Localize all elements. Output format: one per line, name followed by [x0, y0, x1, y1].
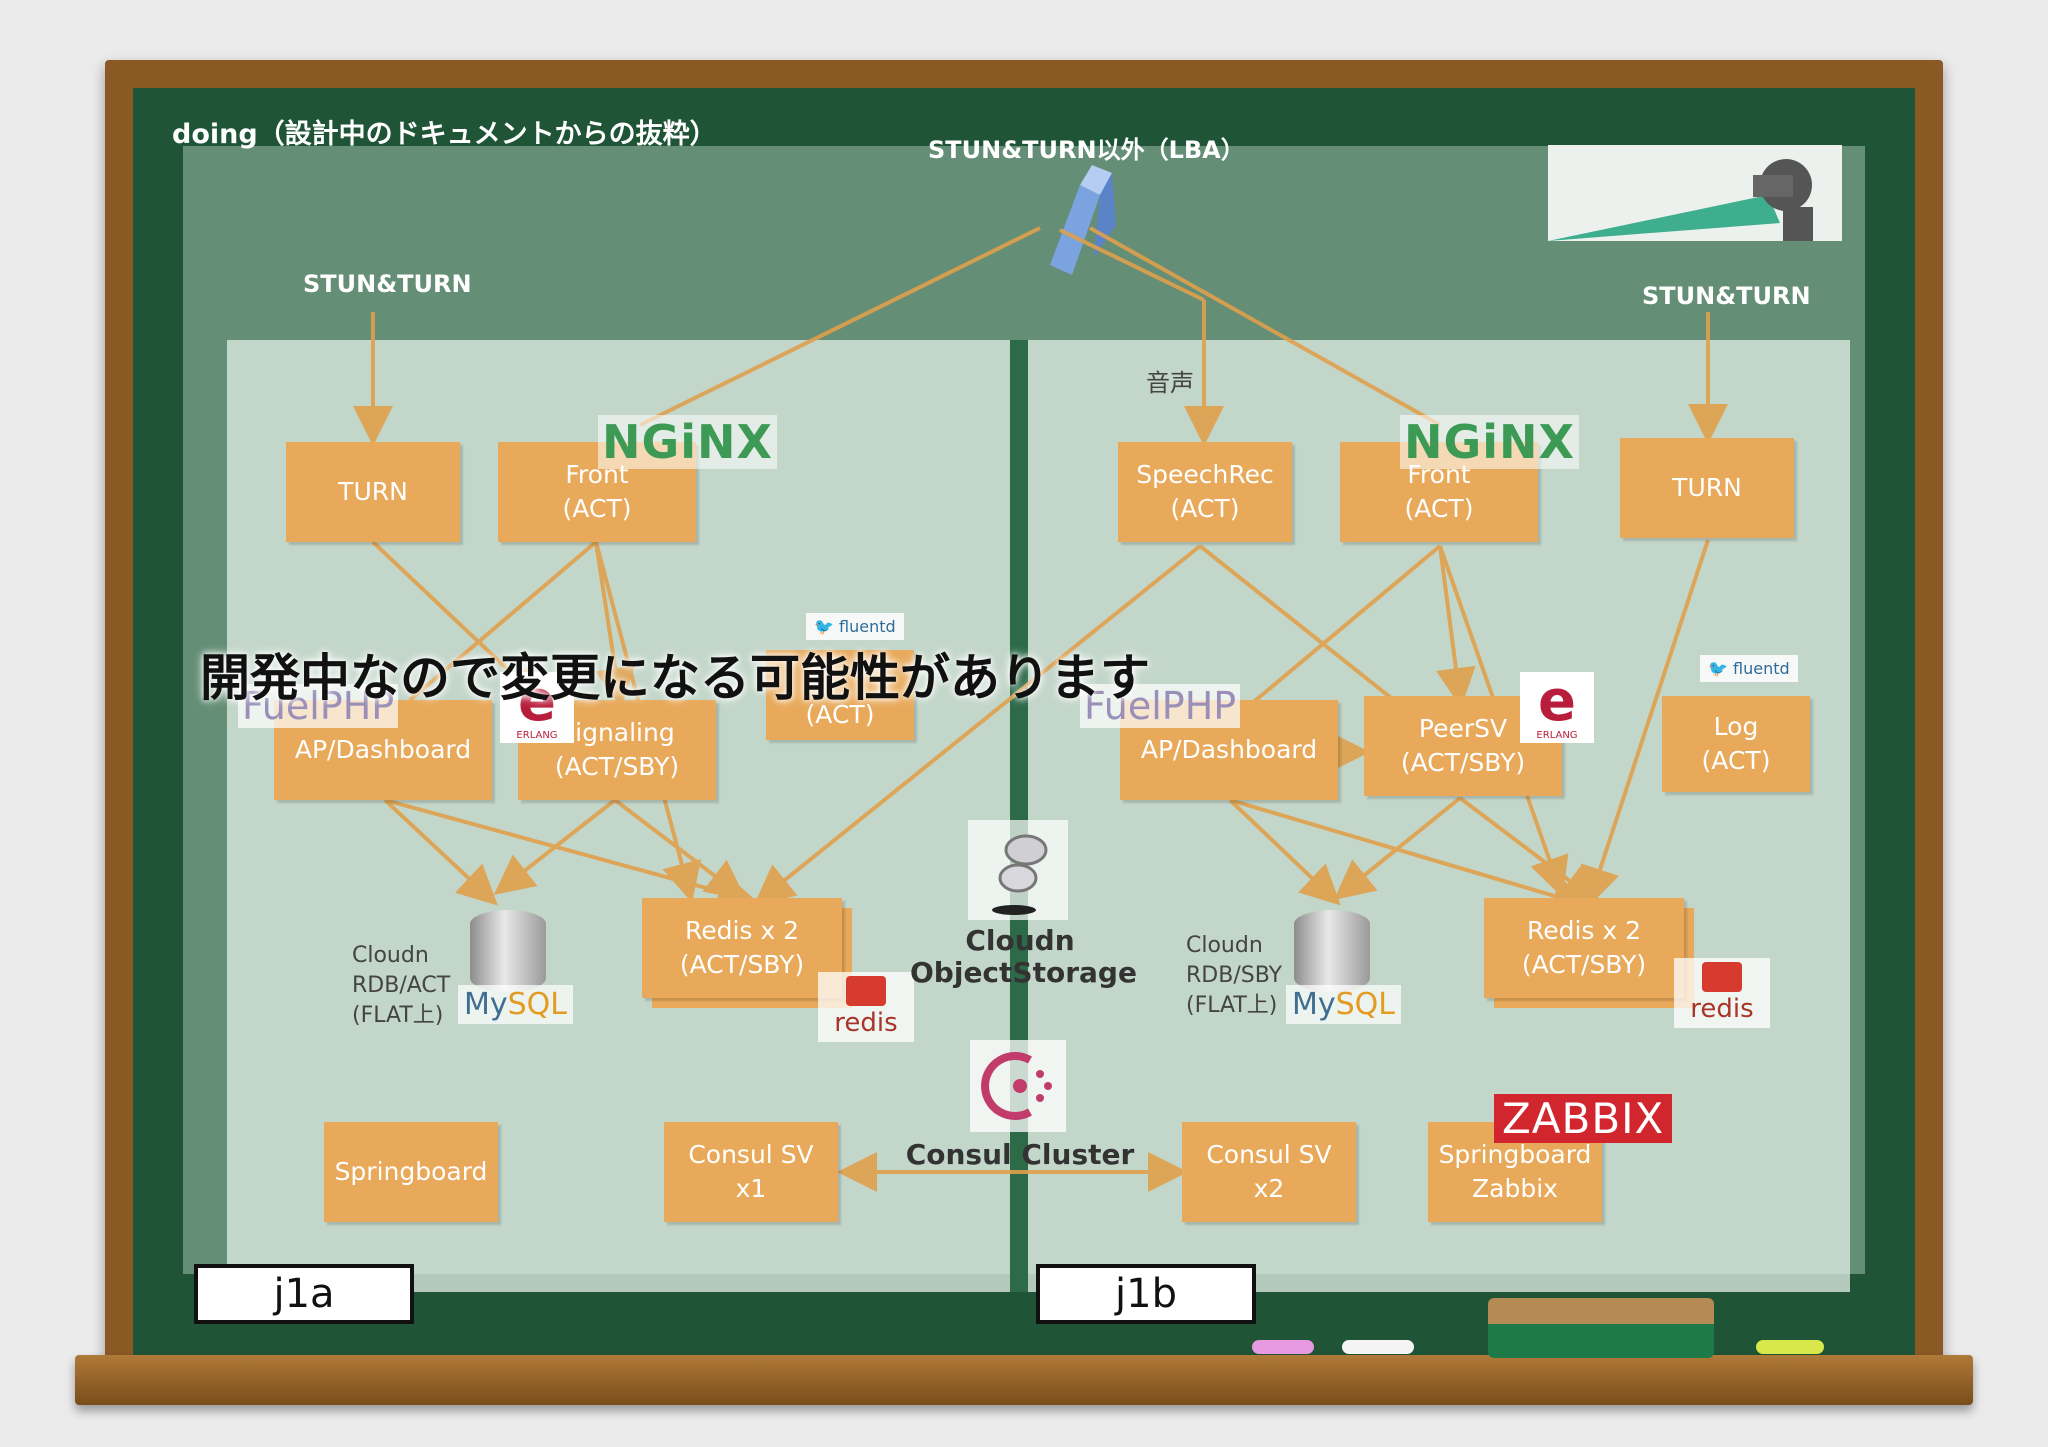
edge-lb-front-a: [639, 226, 1041, 427]
edge-turn-b-redis: [1580, 539, 1710, 908]
fluentd-logo-a: 🐦 fluentd: [806, 613, 904, 640]
edge-lb-speech: [1059, 228, 1205, 302]
node-b-peersv: PeerSV (ACT/SBY): [1364, 696, 1562, 796]
node-a-redis: Redis x 2 (ACT/SBY): [642, 898, 842, 998]
chalk-tray: [75, 1355, 1973, 1405]
camera-icon: [1548, 159, 1813, 241]
chalk-white: [1342, 1340, 1414, 1354]
edge-lb-front-b: [1089, 226, 1441, 427]
edge-ap-a-redis: [384, 798, 758, 911]
chalk-yellow: [1756, 1340, 1824, 1354]
development-warning: 開発中なので変更になる可能性があります: [200, 649, 1150, 707]
node-b-log: Log (ACT): [1662, 696, 1810, 792]
edge-front-b-ap: [1248, 544, 1442, 707]
rdb-label-a: Cloudn RDB/ACT (FLAT上): [352, 943, 451, 1028]
zone-label-j1b: j1b: [1036, 1264, 1256, 1324]
voice-label: 音声: [1146, 369, 1194, 397]
page-title: doing（設計中のドキュメントからの抜粋）: [172, 119, 717, 150]
fluentd-bird-icon: 🐦: [1708, 659, 1734, 678]
node-a-act: (ACT): [766, 650, 914, 740]
edge-sig-mysql: [493, 798, 617, 895]
database-icon-a: [470, 910, 546, 992]
eraser: [1488, 1298, 1714, 1358]
stun-turn-right-label: STUN&TURN: [1642, 282, 1811, 310]
node-b-speechrec: SpeechRec (ACT): [1118, 442, 1292, 542]
rdb-label-b: Cloudn RDB/SBY (FLAT上): [1186, 933, 1283, 1018]
edge-peer-mysql: [1333, 796, 1462, 901]
object-storage-icon: [968, 820, 1068, 920]
mysql-logo-a: MySQL: [458, 985, 574, 1024]
edge-sig-redis: [613, 798, 747, 900]
lb-label: STUN&TURN以外（LBA）: [928, 136, 1245, 164]
edge-front-a-ap: [408, 540, 598, 702]
edge-ap-b-mysql: [1228, 798, 1341, 906]
redis-cube-icon: [1702, 962, 1742, 992]
redis-logo-b: redis: [1674, 958, 1770, 1028]
edge-ap-a-mysql: [383, 798, 498, 906]
fuelphp-logo-b: FuelPHP: [1080, 684, 1241, 728]
edge-ap-b-redis: [1229, 798, 1593, 916]
node-a-springboard: Springboard: [324, 1122, 498, 1222]
chalk-pink: [1252, 1340, 1314, 1354]
fuelphp-logo-a: FuelPHP: [238, 684, 399, 728]
zabbix-logo: ZABBIX: [1494, 1094, 1673, 1143]
node-a-turn: TURN: [286, 442, 460, 542]
redis-cube-icon: [846, 976, 886, 1006]
node-b-turn: TURN: [1620, 438, 1794, 538]
edge-front-b-peer: [1436, 545, 1476, 708]
edge-front-a-signaling: [594, 541, 635, 708]
stun-turn-left-label: STUN&TURN: [303, 270, 472, 298]
fluentd-bird-icon: 🐦: [814, 617, 840, 636]
node-b-consul: Consul SV x2: [1182, 1122, 1356, 1222]
node-a-signaling: Signaling (ACT/SBY): [518, 700, 716, 800]
edge-speech-peer: [1198, 544, 1402, 707]
redis-logo-a: redis: [818, 972, 914, 1042]
load-balancer-icon: [1020, 165, 1120, 279]
edge-speech-redis-a: [753, 544, 1202, 906]
nginx-logo-a: NGiNX: [598, 415, 777, 469]
edge-peer-redis: [1458, 796, 1602, 905]
camera-surveillance-image: [1548, 145, 1842, 241]
node-a-consul: Consul SV x1: [664, 1122, 838, 1222]
fluentd-logo-b: 🐦 fluentd: [1700, 655, 1798, 682]
database-icon-b: [1294, 910, 1370, 992]
mysql-logo-b: MySQL: [1286, 985, 1402, 1024]
node-b-redis: Redis x 2 (ACT/SBY): [1484, 898, 1684, 998]
consul-cluster-label: Consul Cluster: [905, 1138, 1135, 1171]
consul-icon: [970, 1040, 1066, 1132]
nginx-logo-b: NGiNX: [1400, 415, 1579, 469]
object-storage-label: Cloudn ObjectStorage: [910, 924, 1137, 989]
zone-label-j1a: j1a: [194, 1264, 414, 1324]
